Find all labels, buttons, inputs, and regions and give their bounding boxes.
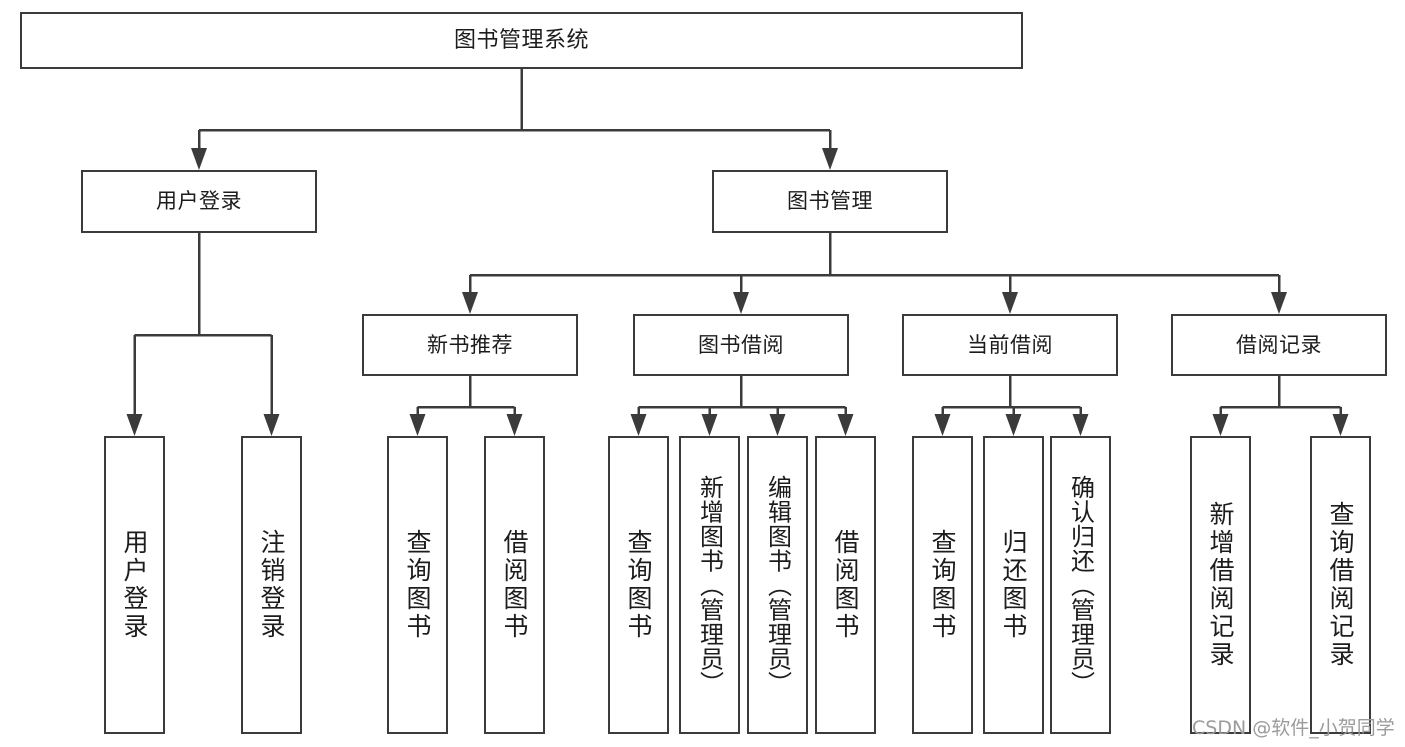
node-b-query[interactable]: 查询图书	[608, 436, 669, 734]
node-newbook[interactable]: 新书推荐	[362, 314, 578, 376]
node-label-record: 借阅记录	[1236, 332, 1322, 357]
node-label-b-lend: 借阅图书	[831, 529, 860, 641]
node-b-edit[interactable]: 编辑图书（管理员）	[747, 436, 808, 734]
node-label-b-add: 新增图书（管理员）	[695, 474, 724, 696]
node-l-logout[interactable]: 注销登录	[241, 436, 302, 734]
node-current[interactable]: 当前借阅	[902, 314, 1118, 376]
node-r-add[interactable]: 新增借阅记录	[1190, 436, 1251, 734]
node-label-c-return: 归还图书	[999, 529, 1028, 641]
node-bookmgmt[interactable]: 图书管理	[712, 170, 948, 233]
node-label-b-edit: 编辑图书（管理员）	[763, 474, 792, 696]
node-label-c-query: 查询图书	[928, 529, 957, 641]
node-c-confirm[interactable]: 确认归还（管理员）	[1050, 436, 1111, 734]
node-label-root: 图书管理系统	[453, 27, 589, 53]
node-borrow[interactable]: 图书借阅	[633, 314, 849, 376]
node-c-return[interactable]: 归还图书	[983, 436, 1044, 734]
node-label-borrow: 图书借阅	[698, 332, 784, 357]
node-label-newbook: 新书推荐	[427, 332, 513, 357]
node-label-l-logout: 注销登录	[257, 529, 286, 641]
node-label-n-query: 查询图书	[403, 529, 432, 641]
node-n-borrow[interactable]: 借阅图书	[484, 436, 545, 734]
node-label-b-query: 查询图书	[624, 529, 653, 641]
node-record[interactable]: 借阅记录	[1171, 314, 1387, 376]
node-r-query[interactable]: 查询借阅记录	[1310, 436, 1371, 734]
node-label-c-confirm: 确认归还（管理员）	[1066, 474, 1095, 696]
node-label-l-login: 用户登录	[120, 529, 149, 641]
node-login[interactable]: 用户登录	[81, 170, 317, 233]
node-label-r-add: 新增借阅记录	[1206, 501, 1235, 669]
node-label-bookmgmt: 图书管理	[787, 189, 873, 214]
node-root[interactable]: 图书管理系统	[20, 12, 1023, 69]
node-label-login: 用户登录	[156, 189, 242, 214]
watermark-label: CSDN @软件_小贺同学	[1192, 717, 1395, 739]
node-label-current: 当前借阅	[967, 332, 1053, 357]
node-label-r-query: 查询借阅记录	[1326, 501, 1355, 669]
node-b-add[interactable]: 新增图书（管理员）	[679, 436, 740, 734]
node-l-login[interactable]: 用户登录	[104, 436, 165, 734]
node-n-query[interactable]: 查询图书	[387, 436, 448, 734]
node-label-n-borrow: 借阅图书	[500, 529, 529, 641]
node-c-query[interactable]: 查询图书	[912, 436, 973, 734]
node-b-lend[interactable]: 借阅图书	[815, 436, 876, 734]
